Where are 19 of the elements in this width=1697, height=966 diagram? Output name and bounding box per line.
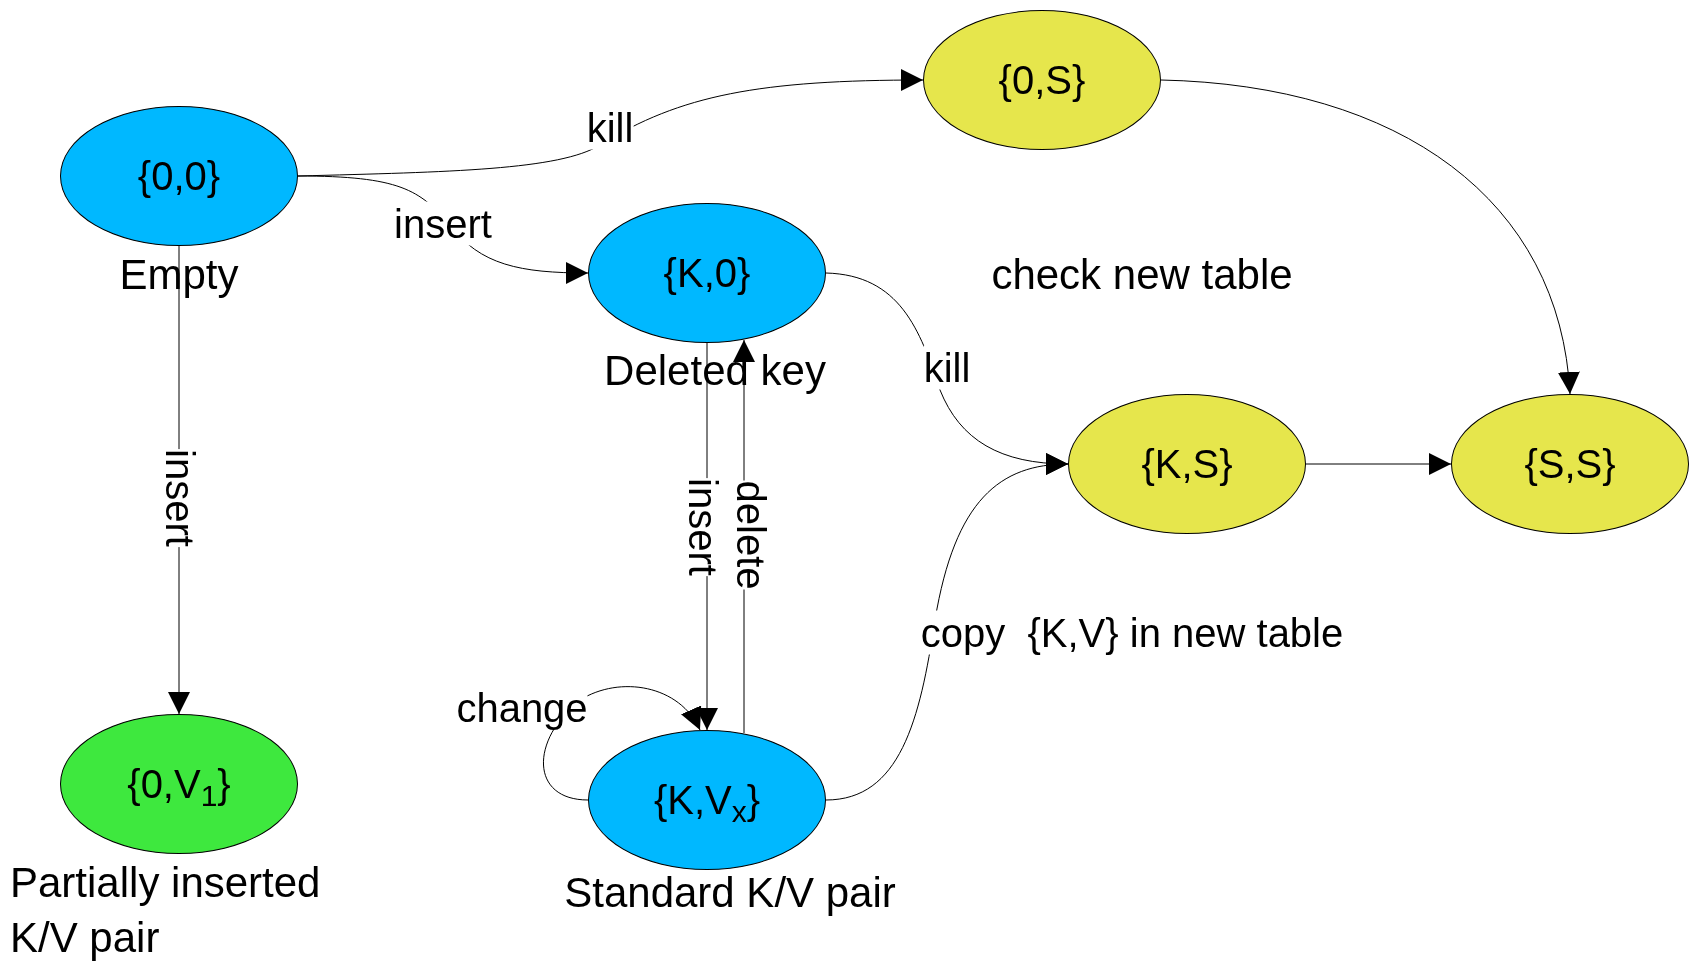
state-caption: Deleted key — [603, 346, 827, 396]
edge-label: copy {K,V} in new table — [920, 610, 1344, 655]
edge-label: kill — [923, 345, 971, 390]
state-label: {0,V$_{1}$} — [127, 764, 231, 804]
state-label: {K,S} — [1141, 444, 1233, 484]
arrow — [297, 69, 924, 177]
state-label: {K,0} — [663, 253, 751, 293]
arrow — [1305, 453, 1452, 475]
note-text: check new table — [991, 254, 1293, 296]
arrow — [1160, 79, 1579, 395]
state-label: {S,S} — [1524, 444, 1616, 484]
state-caption: Standard K/V pair — [563, 868, 897, 918]
state-label: {0,0} — [137, 156, 221, 196]
state-label: {K,V$_{x}$} — [653, 780, 761, 820]
state-caption: Partially inserted K/V pair — [10, 858, 322, 963]
arrow — [825, 454, 1069, 801]
edge-label: insert — [394, 201, 492, 246]
state-caption: Empty — [118, 250, 240, 300]
state-label: {0,S} — [998, 60, 1086, 100]
